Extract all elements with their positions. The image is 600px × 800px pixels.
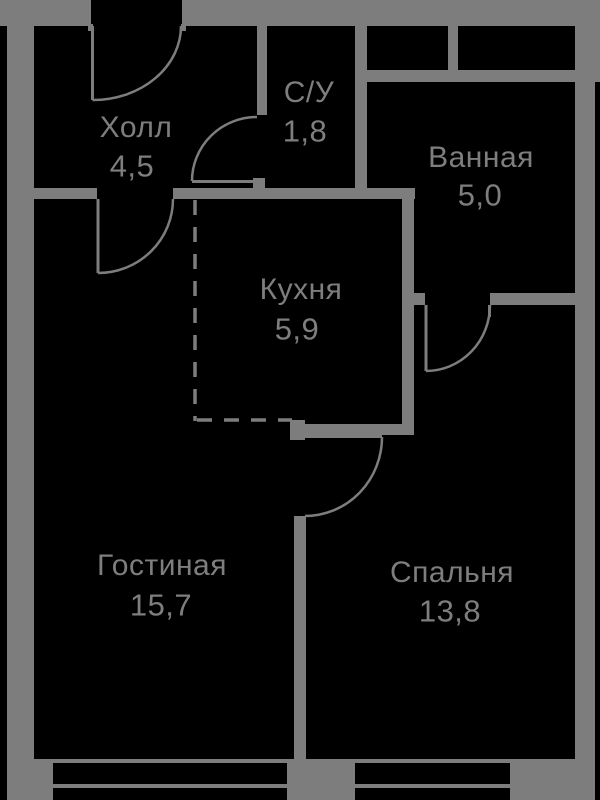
wall-living-bedroom-divider — [294, 516, 306, 762]
wall-hall-bottom-left — [25, 188, 97, 199]
bedroom-door-arc — [304, 436, 384, 518]
room-label-kitchen: Кухня — [259, 273, 343, 306]
room-area-bathroom: 5,0 — [457, 177, 503, 213]
room-area-kitchen: 5,9 — [274, 311, 320, 347]
wall-wc-left — [257, 26, 267, 115]
wall-wc-right — [355, 26, 367, 199]
window-pier-right — [510, 762, 575, 800]
room-area-wc: 1,8 — [282, 113, 328, 149]
room-area-hall: 4,5 — [109, 148, 155, 184]
wall-wc-door-sill — [253, 178, 265, 188]
room-label-bedroom: Спальня — [389, 556, 515, 589]
wall-right — [575, 26, 595, 800]
wall-bottom-inner-line — [33, 759, 575, 763]
wall-shaft-divider — [448, 26, 458, 70]
entrance-door-arc — [92, 25, 183, 102]
hall-door-arc — [97, 198, 175, 275]
room-label-living: Гостиная — [97, 549, 227, 582]
wall-hall-bottom-right — [173, 188, 415, 199]
wall-bathroom-bottom-stub — [414, 293, 425, 305]
entrance-jamb-right — [181, 24, 186, 31]
bathroom-door-arc — [425, 304, 492, 373]
wall-divider-stub — [290, 420, 305, 440]
window-sill-line — [7, 784, 595, 788]
wall-top-left — [0, 0, 91, 26]
window-pier-left — [7, 762, 53, 800]
room-area-living: 15,7 — [129, 587, 193, 623]
entrance-jamb-left — [88, 24, 93, 31]
window-pier-middle — [287, 762, 355, 800]
wc-door-arc — [190, 115, 258, 182]
wall-top-right-corner — [595, 26, 600, 82]
wall-left — [7, 26, 34, 762]
wall-kitchen-right — [402, 199, 414, 435]
wall-top-right — [182, 0, 600, 26]
room-label-hall: Холл — [99, 111, 173, 144]
wall-bathroom-bottom — [490, 293, 575, 305]
room-label-bathroom: Ванная — [428, 141, 534, 174]
room-label-wc: С/У — [283, 76, 335, 109]
wall-bathroom-top — [366, 70, 575, 82]
room-area-bedroom: 13,8 — [418, 593, 482, 629]
wall-bedroom-top — [305, 424, 414, 435]
